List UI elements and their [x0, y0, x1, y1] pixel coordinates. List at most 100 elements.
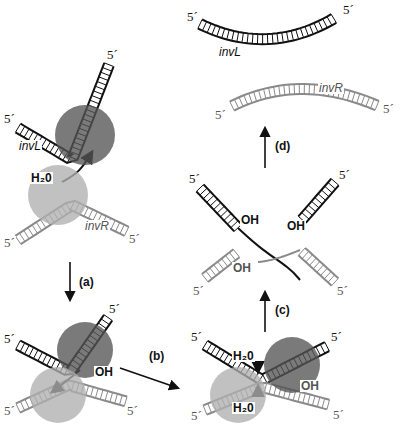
base-pair: [347, 91, 350, 101]
base-pair: [279, 86, 280, 96]
base-pair: [214, 203, 221, 210]
recombinase-subunit: [264, 337, 320, 393]
base-pair: [15, 236, 20, 244]
base-pair: [254, 92, 257, 102]
step-arrows: [70, 128, 265, 388]
base-pair: [237, 32, 239, 42]
base-pair: [46, 142, 51, 151]
strand-end-label: 5´: [106, 48, 119, 61]
base-pair: [313, 261, 320, 268]
base-pair: [111, 220, 115, 229]
base-pair: [120, 395, 123, 405]
strand-end-label: 5´: [128, 232, 141, 245]
base-pair: [327, 400, 330, 410]
base-pair: [304, 84, 305, 94]
base-pair: [16, 341, 21, 350]
backbone-strand: [298, 179, 331, 217]
base-pair: [29, 347, 34, 356]
strand-end-label: 5´: [330, 330, 343, 343]
base-pair: [262, 34, 263, 44]
chemical-label: OH: [232, 262, 252, 274]
base-pair: [252, 34, 254, 44]
base-pair: [102, 68, 111, 72]
base-pair: [229, 252, 235, 260]
backbone-strand: [230, 84, 379, 101]
chemical-label: (d): [274, 140, 291, 152]
step-arrow: [264, 292, 266, 332]
base-pair: [230, 101, 234, 110]
chemical-label: OH: [300, 380, 320, 392]
base-pair: [298, 248, 305, 255]
base-pair: [104, 63, 113, 67]
base-pair: [300, 28, 303, 37]
strand-end-label: 5´: [342, 3, 355, 16]
base-pair: [302, 251, 309, 258]
base-pair: [233, 249, 239, 257]
base-pair: [357, 94, 360, 103]
base-pair: [312, 396, 315, 406]
base-pair: [315, 198, 323, 205]
chemical-label: (c): [274, 304, 291, 316]
base-pair: [244, 95, 248, 104]
base-pair: [298, 392, 301, 402]
base-pair: [317, 265, 324, 272]
base-pair: [222, 259, 228, 267]
base-pair: [24, 230, 29, 238]
base-pair: [51, 359, 56, 368]
base-pair: [115, 394, 118, 404]
chemical-label: H₂0: [30, 172, 53, 184]
base-pair: [282, 33, 283, 43]
base-pair: [296, 30, 299, 40]
step-arrow: [264, 128, 266, 168]
dna-duplex: [196, 185, 241, 232]
base-pair: [32, 225, 37, 233]
base-pair: [327, 17, 332, 26]
recombinase-subunit: [30, 367, 86, 423]
recombinase-subunit: [55, 105, 115, 165]
base-pair: [259, 90, 262, 100]
base-pair: [214, 265, 220, 273]
recombinase-subunits: [28, 105, 320, 423]
dna-duplex: [230, 84, 379, 110]
dna-duplex: [198, 14, 336, 44]
base-pair: [207, 195, 214, 202]
base-pair: [212, 25, 216, 34]
base-pair: [318, 194, 326, 201]
base-pair: [264, 89, 266, 99]
base-pair: [324, 272, 331, 279]
chemical-label: H₂0: [232, 350, 255, 362]
chemical-label: H₂0: [232, 402, 255, 414]
base-pair: [202, 22, 206, 31]
chemical-label: (b): [148, 350, 165, 362]
base-pair: [322, 398, 325, 408]
base-pair: [101, 319, 109, 325]
base-pair: [217, 206, 224, 213]
base-pair: [50, 144, 55, 153]
base-pair: [207, 343, 212, 352]
chemical-label: (a): [78, 276, 95, 288]
strand-end-label: 5´: [332, 408, 345, 421]
dna-duplex: [298, 248, 338, 286]
base-pair: [314, 23, 318, 32]
base-pair: [227, 217, 234, 224]
base-pair: [287, 32, 289, 42]
base-pair: [16, 403, 20, 412]
dna-strands: [15, 14, 379, 414]
base-pair: [291, 31, 293, 41]
base-pair: [288, 85, 290, 95]
base-pair: [227, 30, 229, 40]
strand-end-label: 5´: [214, 108, 227, 121]
base-pair: [202, 341, 207, 350]
base-pair: [309, 84, 310, 94]
base-pair: [19, 233, 24, 241]
base-pair: [215, 349, 220, 358]
backbone-strand: [202, 14, 331, 34]
base-pair: [325, 342, 330, 351]
base-pair: [224, 214, 231, 221]
base-pair: [303, 393, 306, 403]
base-pair: [321, 190, 329, 197]
base-pair: [325, 186, 333, 193]
base-pair: [100, 390, 103, 400]
base-pair: [33, 350, 38, 359]
